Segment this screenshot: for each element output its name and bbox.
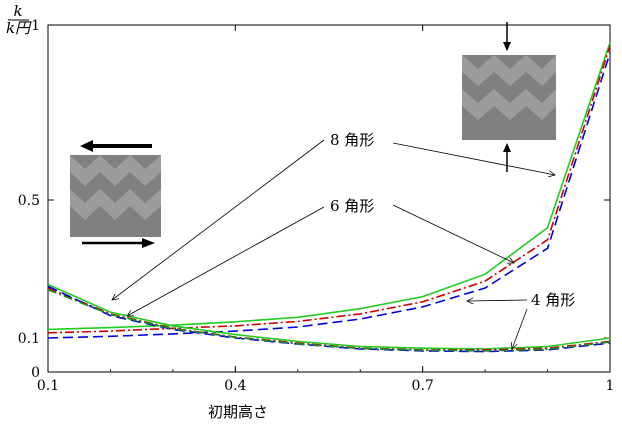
series-line-compression-square-2 xyxy=(47,52,611,339)
y-tick-label: 0.5 xyxy=(18,193,40,209)
arrow-octagon-shear xyxy=(112,139,325,300)
y-tick-label: 0 xyxy=(31,365,40,381)
x-tick-label: 0.7 xyxy=(412,378,434,394)
series-line-compression-hexagon-1 xyxy=(47,45,611,334)
x-tick-label: 0.1 xyxy=(37,378,59,394)
arrow-square-shear xyxy=(512,308,528,349)
x-tick-label: 0.4 xyxy=(224,378,246,394)
series-line-shear-square-5 xyxy=(47,285,611,353)
annotation-arrows xyxy=(112,139,555,349)
compression-specimen-icon xyxy=(462,22,556,172)
x-label: 初期高さ xyxy=(208,403,268,421)
annotation-octagon: 8 角形 xyxy=(330,131,374,149)
arrow-octagon-compression xyxy=(392,142,555,175)
shear-specimen-icon xyxy=(70,140,161,248)
arrow-hexagon-compression xyxy=(392,204,514,263)
plot-frame xyxy=(47,24,611,373)
y-label-denominator: k円 xyxy=(6,19,32,37)
x-tick-label: 1 xyxy=(606,378,615,394)
annotation-hexagon: 6 角形 xyxy=(330,197,374,215)
arrow-square-compression xyxy=(467,300,528,301)
y-tick-label: 1 xyxy=(31,18,40,34)
series-line-compression-octagon-0 xyxy=(47,42,611,331)
y-label-numerator: k xyxy=(13,2,22,20)
arrow-hexagon-shear xyxy=(127,206,325,316)
y-tick-label: 0.1 xyxy=(18,331,40,347)
annotation-square: 4 角形 xyxy=(531,291,575,309)
series-line-shear-octagon-3 xyxy=(47,283,611,350)
